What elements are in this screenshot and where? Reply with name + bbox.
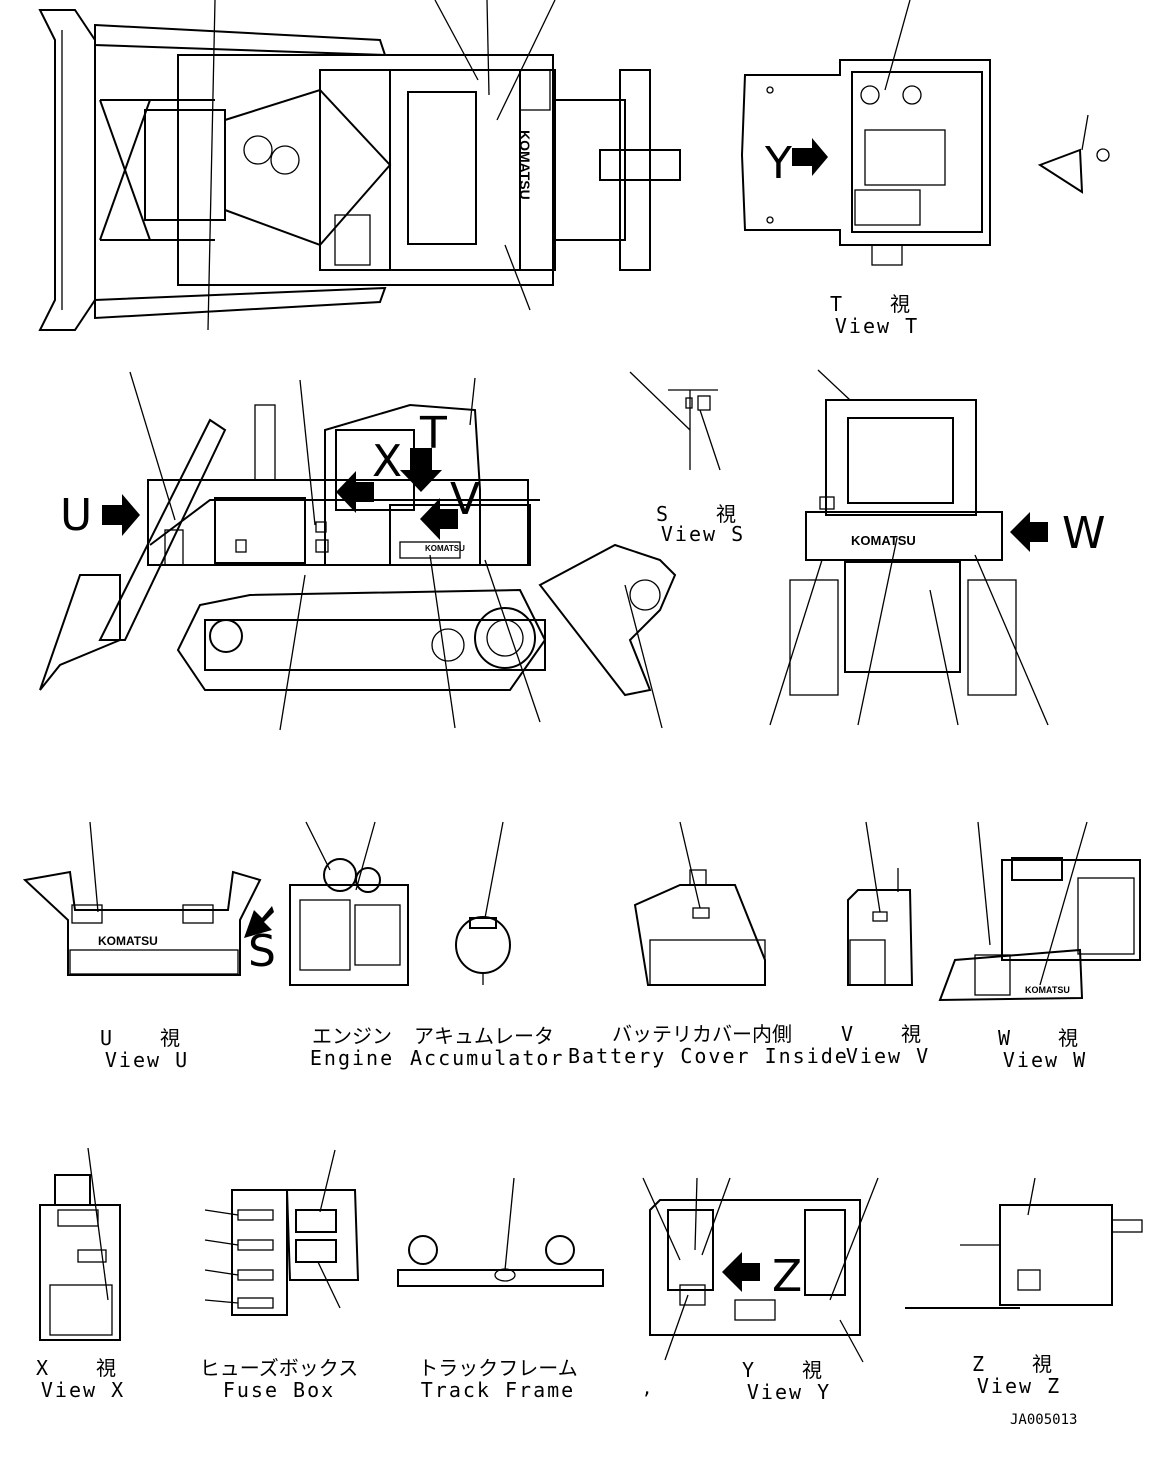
dozer-side-view (39, 371, 677, 731)
view-w-drawing (769, 369, 1049, 726)
view-letter-z: Z (772, 1251, 803, 1302)
caption-view-z-en: View Z (976, 1374, 1062, 1398)
view-letter-t: T (420, 408, 447, 459)
accumulator-drawing (455, 821, 511, 985)
caption-view-s-jp: S 視 (655, 502, 751, 526)
view-w-side-drawing (938, 821, 1141, 1002)
engine-drawing (289, 821, 409, 986)
view-s-drawing (629, 371, 721, 471)
caption-view-v-en: View V (845, 1044, 931, 1068)
caption-track-frame-en: Track Frame (420, 1378, 576, 1402)
fuse-box-drawing (204, 1149, 360, 1316)
view-t-drawing (740, 0, 1110, 266)
caption-view-u-en: View U (104, 1048, 190, 1072)
brand-mark: KOMATSU (98, 934, 158, 948)
view-v-drawing (847, 821, 914, 986)
caption-engine-jp: エンジン (312, 1024, 392, 1048)
drawing-code: JA005013 (1010, 1412, 1078, 1428)
caption-view-t-en: View T (834, 314, 920, 338)
caption-view-w-jp: W 視 (997, 1026, 1093, 1050)
caption-view-y-jp: Y 視 (741, 1358, 837, 1382)
view-letter-y-top: Y (765, 138, 792, 189)
view-letter-x: X (372, 436, 403, 487)
caption-view-t-jp: T 視 (829, 292, 925, 316)
brand-mark: KOMATSU (1025, 985, 1070, 995)
view-letter-s: S (248, 926, 276, 977)
view-letter-w: W (1062, 508, 1106, 559)
caption-view-s-en: View S (660, 522, 746, 546)
view-x-drawing (39, 1147, 121, 1341)
caption-track-frame-jp: トラックフレーム (418, 1356, 578, 1380)
caption-fuse-box-jp: ヒューズボックス (199, 1356, 359, 1380)
caption-view-x-en: View X (40, 1378, 126, 1402)
caption-battery-en: Battery Cover Inside (568, 1044, 849, 1068)
stray-mark: , (641, 1378, 653, 1399)
caption-battery-jp: バッテリカバー内側 (612, 1022, 792, 1046)
view-y-drawing (642, 1177, 879, 1363)
brand-mark: KOMATSU (851, 533, 916, 548)
view-letter-u: U (60, 490, 93, 541)
caption-view-v-jp: V 視 (840, 1022, 936, 1046)
view-z-drawing (905, 1177, 1143, 1309)
battery-cover-drawing (633, 821, 766, 986)
view-u-drawing (22, 821, 274, 976)
caption-view-u-jp: U 視 (99, 1026, 195, 1050)
track-frame-drawing (397, 1177, 604, 1287)
caption-accumulator-jp: アキュムレータ (414, 1024, 554, 1048)
caption-engine-en: Engine (309, 1046, 395, 1070)
caption-view-y-en: View Y (746, 1380, 832, 1404)
caption-fuse-box-en: Fuse Box (222, 1378, 336, 1402)
caption-view-w-en: View W (1002, 1048, 1088, 1072)
caption-accumulator-en: Accumulator (410, 1046, 565, 1070)
caption-view-x-jp: X 視 (35, 1356, 131, 1380)
dozer-top-view (38, 0, 681, 331)
brand-mark: KOMATSU (425, 544, 465, 553)
brand-mark: KOMATSU (517, 130, 533, 200)
view-letter-v: V (450, 474, 481, 525)
caption-view-z-jp: Z 視 (971, 1352, 1067, 1376)
